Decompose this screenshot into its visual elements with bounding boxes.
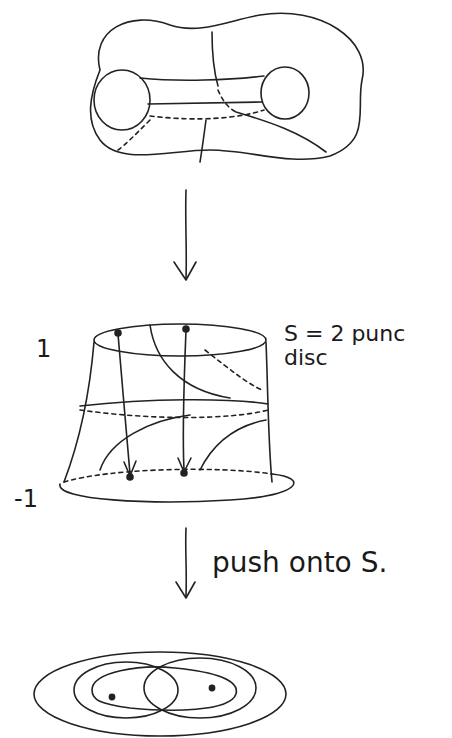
puncture <box>183 326 189 332</box>
surface-outline <box>91 13 364 159</box>
surface-curve <box>236 112 326 152</box>
axis-label: 1 <box>36 336 51 362</box>
cylinder <box>60 324 294 502</box>
surface-curve <box>212 32 218 86</box>
arrow-shaft <box>185 190 187 278</box>
arrow-head <box>174 262 196 280</box>
annotation: push onto S. <box>212 548 442 579</box>
surface-sheet <box>150 325 230 398</box>
puncture <box>109 694 114 699</box>
axis-label: -1 <box>14 486 38 512</box>
curve-loop <box>92 667 236 710</box>
surface-curve <box>218 90 236 112</box>
arrow-shaft <box>185 528 187 596</box>
cylinder-side <box>266 342 272 482</box>
middle-band <box>80 400 268 406</box>
puncture <box>181 470 187 476</box>
axis-label: S = 2 punc disc <box>284 322 434 370</box>
disc-outline <box>34 652 286 736</box>
middle-band <box>80 410 268 418</box>
left-tube <box>94 70 150 130</box>
puncture <box>127 474 133 480</box>
down-arrow <box>176 528 195 598</box>
arrow-head <box>176 582 195 598</box>
right-tube <box>261 67 309 119</box>
surface-curve <box>118 120 150 150</box>
puncture <box>209 685 214 690</box>
surface-sheet <box>205 350 262 390</box>
projected-disc <box>34 652 286 736</box>
surface-sheet <box>200 420 266 470</box>
genus-two-surface <box>91 13 364 162</box>
puncture <box>115 330 121 336</box>
bottom-disc <box>60 474 294 502</box>
surface-curve <box>148 102 262 104</box>
strand <box>183 330 186 470</box>
strand <box>118 334 130 474</box>
surface-curve <box>200 120 206 162</box>
down-arrow <box>174 190 196 280</box>
surface-curve <box>140 76 264 80</box>
bottom-disc <box>64 469 272 482</box>
surface-sheet <box>100 415 190 470</box>
